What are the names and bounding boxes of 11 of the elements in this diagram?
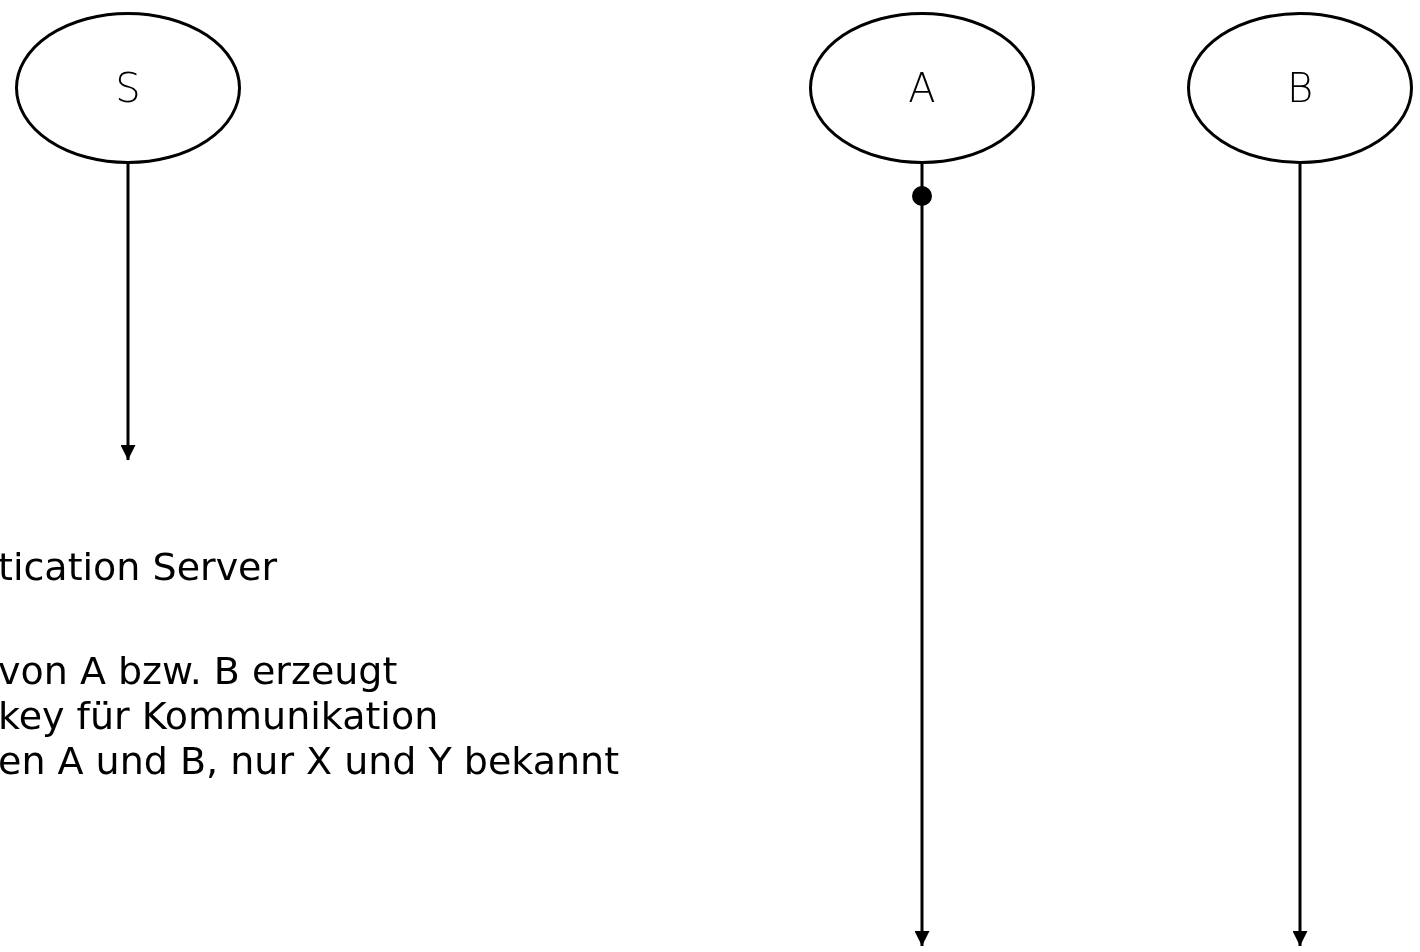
participant-ellipse <box>15 12 241 164</box>
note-text: key für Kommunikation <box>0 697 439 735</box>
participant-ellipse <box>809 12 1035 164</box>
lifeline-arrow <box>1292 164 1308 946</box>
participant-name: A <box>908 65 936 111</box>
note-text: en A und B, nur X und Y bekannt <box>0 742 620 780</box>
participant-name: B <box>1286 65 1314 111</box>
participant-ellipse <box>1187 12 1413 164</box>
lifeline-arrow <box>120 164 136 460</box>
lifeline-arrow <box>914 164 930 946</box>
participant-name: S <box>115 65 141 111</box>
